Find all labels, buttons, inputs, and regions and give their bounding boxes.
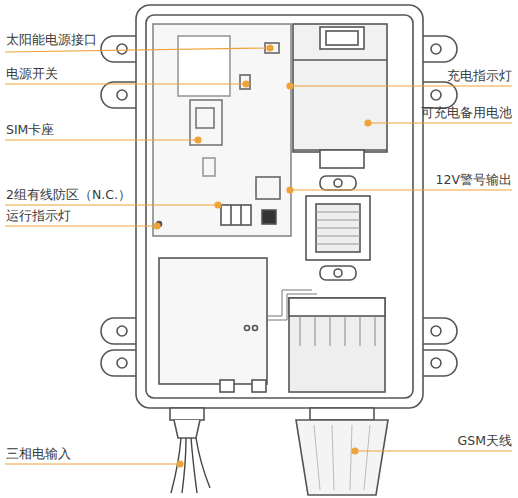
part-label: 充电指示灯 xyxy=(447,68,512,84)
part-label: 可充电备用电池 xyxy=(421,105,512,121)
part-label: 太阳能电源接口 xyxy=(6,32,97,48)
enclosure xyxy=(101,5,457,495)
part-label: 运行指示灯 xyxy=(6,208,71,224)
part-label: 电源开关 xyxy=(6,66,58,82)
part-label: 2组有线防区（N.C.） xyxy=(6,187,131,203)
part-label: 12V警号输出 xyxy=(436,172,512,188)
leader-lines xyxy=(5,45,512,467)
part-label: GSM天线 xyxy=(458,433,512,449)
part-label: 三相电输入 xyxy=(6,446,71,462)
part-label: SIM卡座 xyxy=(6,122,54,138)
